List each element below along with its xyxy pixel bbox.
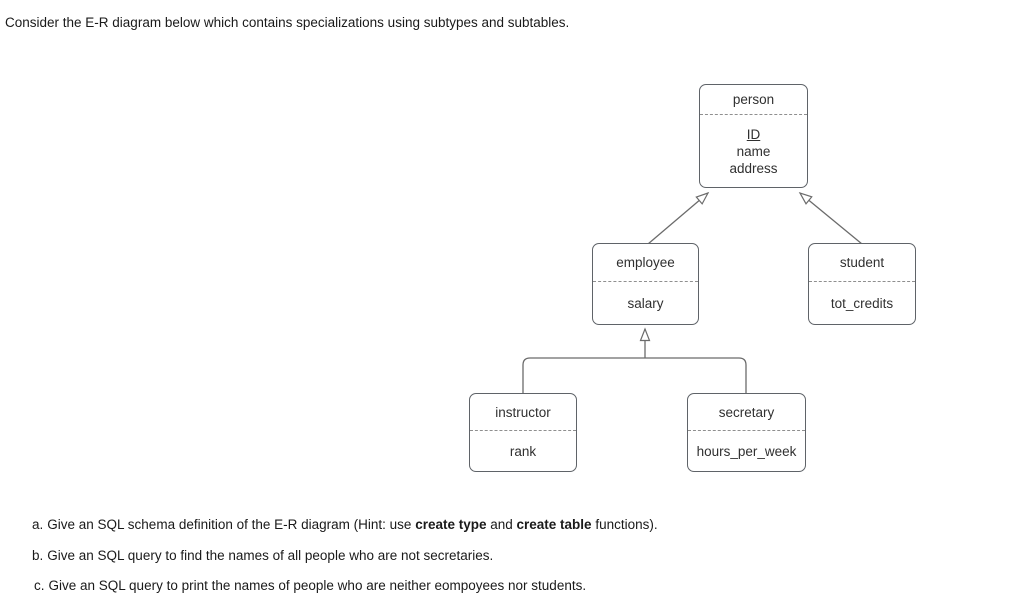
question-a: a.Give an SQL schema definition of the E… (32, 517, 658, 532)
entity-title: secretary (688, 394, 805, 431)
question-text: and (486, 517, 517, 532)
entity-title: person (700, 85, 807, 115)
question-text-bold: create table (516, 517, 592, 532)
attribute-tot-credits: tot_credits (830, 295, 894, 311)
entity-secretary: secretary hours_per_week (687, 393, 806, 472)
question-label: c. (34, 578, 45, 593)
entity-attributes: tot_credits (809, 282, 915, 324)
entity-employee: employee salary (592, 243, 699, 325)
entity-attributes: hours_per_week (688, 431, 805, 471)
question-text: Give an SQL query to print the names of … (48, 578, 587, 593)
entity-attributes: ID name address (700, 115, 807, 187)
entity-person: person ID name address (699, 84, 808, 188)
entity-title: instructor (470, 394, 576, 431)
intro-text: Consider the E-R diagram below which con… (5, 15, 570, 30)
attribute-hours-per-week: hours_per_week (696, 443, 797, 459)
entity-title: employee (593, 244, 698, 282)
question-text-bold: create type (415, 517, 487, 532)
question-text: functions). (591, 517, 658, 532)
entity-instructor: instructor rank (469, 393, 577, 472)
entity-attributes: rank (470, 431, 576, 471)
attribute-id: ID (746, 126, 761, 142)
question-b: b.Give an SQL query to find the names of… (32, 548, 493, 563)
entity-student: student tot_credits (808, 243, 916, 325)
entity-attributes: salary (593, 282, 698, 324)
question-label: a. (32, 517, 44, 532)
entity-title: student (809, 244, 915, 282)
question-c: c.Give an SQL query to print the names o… (34, 578, 586, 593)
attribute-name: name (736, 143, 771, 159)
isa-arrow-employee-person (647, 191, 710, 245)
question-label: b. (32, 548, 44, 563)
isa-arrow-student-person (798, 191, 863, 245)
attribute-address: address (729, 160, 778, 176)
question-text: Give an SQL query to find the names of a… (47, 548, 494, 563)
attribute-rank: rank (509, 443, 537, 459)
isa-bracket-instructor-secretary (522, 357, 747, 393)
question-text: Give an SQL schema definition of the E-R… (47, 517, 416, 532)
attribute-salary: salary (627, 295, 664, 311)
